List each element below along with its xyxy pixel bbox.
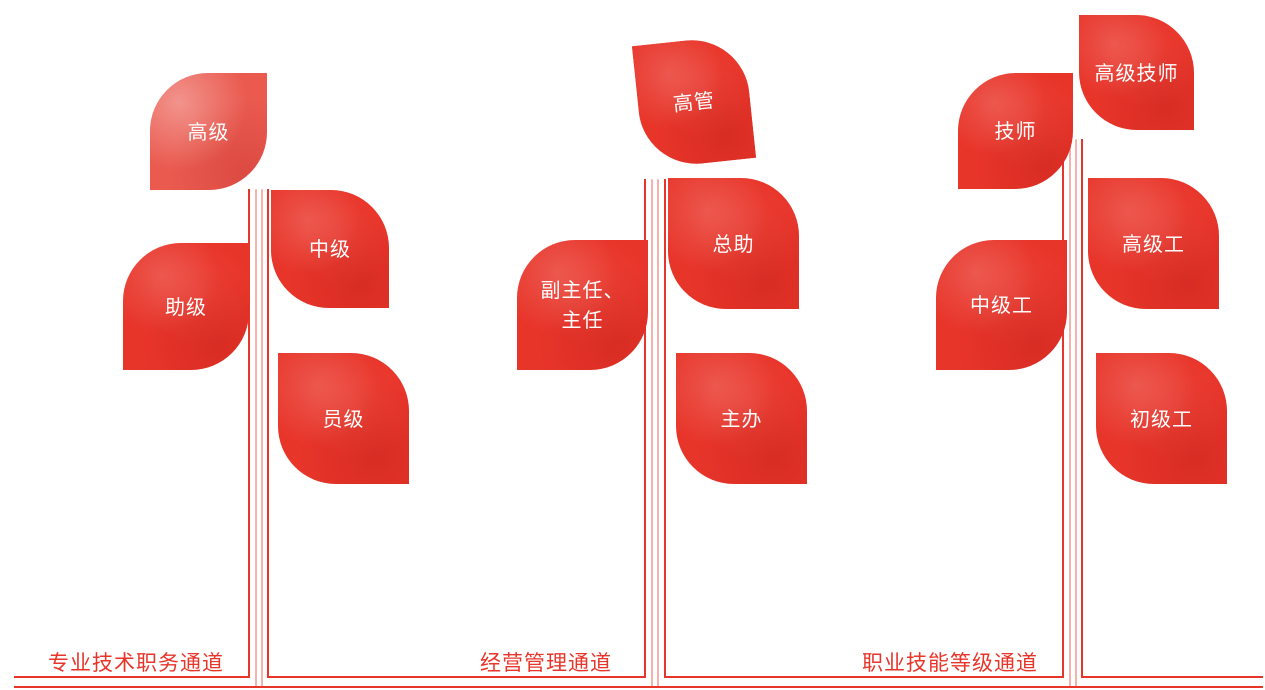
leaf-jishi: 技师 [958, 73, 1073, 189]
leaf-fuzhuren: 副主任、 主任 [517, 240, 648, 370]
leaf-gaojijishi: 高级技师 [1079, 15, 1194, 130]
leaf-label: 高级 [187, 119, 230, 144]
leaf-label: 中级工 [970, 293, 1033, 317]
leaf-zhuji: 助级 [123, 243, 249, 370]
leaf-label: 中级 [309, 237, 351, 261]
channel-title-professional: 专业技术职务通道 [48, 651, 224, 675]
leaf-label: 初级工 [1130, 406, 1193, 431]
leaf-chujigong: 初级工 [1096, 353, 1227, 484]
leaf-label: 主办 [720, 406, 763, 431]
leaf-yuanji: 员级 [278, 353, 409, 484]
leaf-label: 高管 [671, 87, 717, 117]
leaf-label: 副主任、 主任 [540, 278, 625, 332]
leaf-zhuban: 主办 [676, 353, 807, 484]
leaf-label: 总助 [712, 231, 755, 256]
leaf-gaojigong: 高级工 [1088, 178, 1219, 309]
channel-title-skills: 职业技能等级通道 [862, 651, 1038, 675]
channel-title-management: 经营管理通道 [480, 651, 612, 675]
leaf-label: 技师 [994, 119, 1037, 143]
leaf-label: 高级技师 [1094, 60, 1179, 85]
leaf-zhongjigong: 中级工 [936, 240, 1067, 370]
leaf-zhongji: 中级 [271, 190, 389, 308]
leaf-zongzhu: 总助 [668, 178, 799, 309]
leaf-label: 高级工 [1122, 231, 1185, 256]
leaf-gaoji: 高级 [150, 73, 267, 190]
leaf-label: 助级 [165, 294, 207, 319]
leaf-label: 员级 [322, 406, 365, 431]
